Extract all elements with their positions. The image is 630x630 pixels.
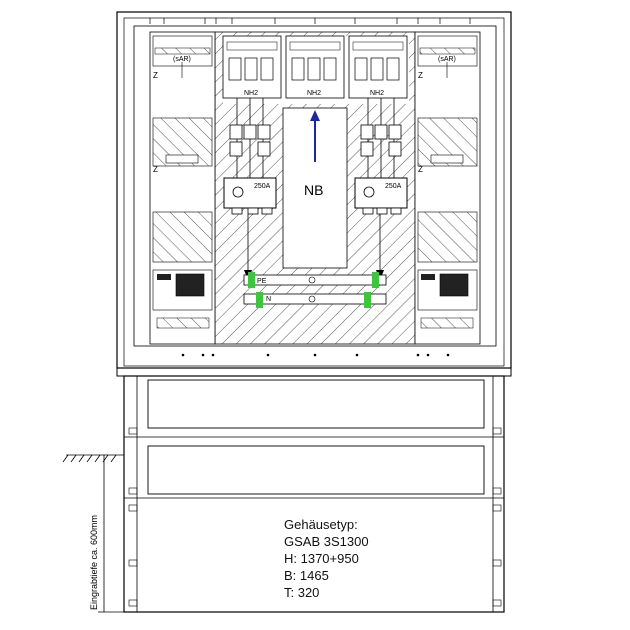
ground-line <box>62 454 124 613</box>
sar-left-label: (sAR) <box>173 56 191 63</box>
nb-label: NB <box>304 182 323 198</box>
sar-right-label: (sAR) <box>438 56 456 63</box>
spec-model: GSAB 3S1300 <box>284 534 369 549</box>
switch-right-label: 250A <box>385 183 402 190</box>
pe-label: PE <box>257 278 267 285</box>
switch-left-label: 250A <box>254 183 271 190</box>
z-mid-left-label: Z <box>153 165 158 174</box>
nh-center-label: NH2 <box>307 90 321 97</box>
nh2-fuse-block-right: NH2 <box>348 35 408 99</box>
nh-right-label: NH2 <box>370 90 384 97</box>
z-top-left-label: Z <box>153 71 158 80</box>
right-side-panel: (sAR) Z Z <box>414 31 481 345</box>
z-top-right-label: Z <box>418 71 423 80</box>
nb-arrow <box>310 110 320 162</box>
spec-height: H: 1370+950 <box>284 551 359 566</box>
spec-depth: T: 320 <box>284 585 320 600</box>
left-switch-assembly <box>223 98 277 272</box>
spec-width: B: 1465 <box>284 568 329 583</box>
housing-spec: Gehäusetyp: GSAB 3S1300 H: 1370+950 B: 1… <box>284 516 369 601</box>
left-side-panel: (sAR) Z Z <box>149 31 216 345</box>
plinth <box>116 367 512 613</box>
pe-busbar <box>243 272 387 288</box>
z-mid-right-label: Z <box>418 165 423 174</box>
n-busbar <box>243 292 387 308</box>
depth-dimension-label: Eingrabtiefe ca. 600mm <box>89 515 99 610</box>
right-switch-assembly <box>354 98 408 272</box>
nh2-fuse-block-left: NH2 <box>222 35 282 99</box>
nh-left-label: NH2 <box>244 90 258 97</box>
n-label: N <box>266 296 271 303</box>
spec-title: Gehäusetyp: <box>284 517 358 532</box>
nh2-fuse-block-center: NH2 <box>285 35 345 99</box>
